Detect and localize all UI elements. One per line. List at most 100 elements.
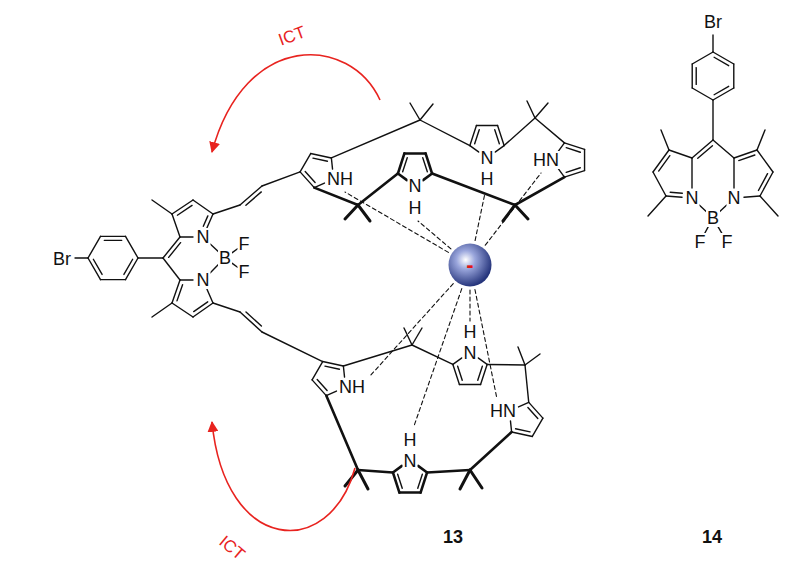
bond-line xyxy=(666,196,682,197)
bond-line xyxy=(323,362,344,366)
bond-line xyxy=(262,172,300,186)
double-bond-line xyxy=(124,259,133,274)
double-bond-line xyxy=(566,148,580,153)
bond-line xyxy=(584,149,585,170)
bond-line xyxy=(101,236,126,237)
anion-sphere: - xyxy=(448,243,492,287)
bond-line xyxy=(180,279,193,280)
bond-line xyxy=(172,303,193,317)
atom-label: B xyxy=(218,249,232,267)
bond-line xyxy=(691,158,692,188)
bond-line xyxy=(326,396,358,470)
bond-line xyxy=(163,258,180,280)
bond-line xyxy=(412,328,422,345)
double-bond-line xyxy=(528,407,538,418)
bond-line xyxy=(75,257,88,258)
bond-line xyxy=(692,64,693,88)
double-bond-line xyxy=(495,130,500,144)
double-bond-line xyxy=(177,285,183,301)
double-bond-line xyxy=(194,302,208,312)
atom-label: H xyxy=(403,431,418,449)
double-bond-line xyxy=(758,174,767,191)
double-bond-line xyxy=(317,380,327,391)
double-bond-line xyxy=(398,474,403,488)
bond-line xyxy=(744,196,760,197)
bond-line xyxy=(163,237,180,258)
bond-line xyxy=(152,303,172,317)
atom-label: N xyxy=(403,452,418,470)
bond-line xyxy=(312,362,323,380)
bond-line xyxy=(300,154,311,172)
double-bond-line xyxy=(475,130,480,144)
bond-line xyxy=(535,118,564,143)
bond-line xyxy=(558,168,565,177)
double-bond-line xyxy=(93,259,102,274)
bond-line xyxy=(504,118,535,146)
atom-label: F xyxy=(238,263,251,281)
bond-line xyxy=(532,418,543,436)
bond-line xyxy=(172,280,180,303)
bond-line xyxy=(152,200,172,214)
bond-line xyxy=(180,236,193,237)
atom-label: H xyxy=(408,199,423,217)
bond-line xyxy=(525,354,540,365)
bond-line xyxy=(331,120,420,158)
bond-line xyxy=(358,205,370,221)
bond-line xyxy=(733,64,734,88)
bond-line xyxy=(343,366,344,377)
bond-line xyxy=(88,236,101,258)
bond-line xyxy=(669,150,692,158)
hydrogen-bond-dash xyxy=(469,290,470,321)
hydrogen-bond-dash xyxy=(418,221,451,249)
double-bond-line xyxy=(169,243,181,258)
atom-label: N xyxy=(196,271,211,289)
bond-line xyxy=(712,35,713,52)
bond-line xyxy=(510,421,511,432)
bond-line xyxy=(262,332,323,362)
bond-line xyxy=(518,347,525,365)
double-bond-line xyxy=(714,86,729,94)
bond-line xyxy=(358,174,398,205)
atom-label: HN xyxy=(532,151,560,169)
atom-label: H xyxy=(480,170,495,188)
bond-line xyxy=(692,52,713,64)
bond-line xyxy=(240,312,262,332)
bond-line xyxy=(760,196,778,216)
bond-line xyxy=(398,174,407,181)
bond-line xyxy=(240,186,262,205)
atom-label: F xyxy=(238,235,251,253)
atom-label: N xyxy=(463,344,478,362)
bond-line xyxy=(393,466,402,473)
sphere-fill xyxy=(449,244,492,287)
atom-label: H xyxy=(463,323,478,341)
bond-line xyxy=(326,391,336,396)
double-bond-line xyxy=(423,158,428,172)
bond-line xyxy=(529,402,543,418)
bond-line xyxy=(734,150,757,158)
ict-arrow xyxy=(212,55,380,152)
bond-line xyxy=(331,158,332,169)
bond-line xyxy=(712,100,713,140)
bond-line xyxy=(343,345,412,366)
bond-line xyxy=(453,358,462,365)
bond-line xyxy=(512,432,533,436)
hydrogen-bond-dash xyxy=(370,284,453,376)
bond-line xyxy=(312,380,326,396)
bond-line xyxy=(404,152,425,155)
compound-number: 13 xyxy=(443,528,463,546)
double-bond-line xyxy=(246,192,261,205)
atom-label: HN xyxy=(489,402,517,420)
bond-line xyxy=(515,177,564,205)
bond-line xyxy=(527,101,535,118)
bond-line xyxy=(495,146,504,153)
bond-line xyxy=(101,279,126,280)
atom-label: N xyxy=(727,189,742,207)
double-bond-line xyxy=(659,156,670,171)
bond-line xyxy=(733,158,734,188)
charge-sign: - xyxy=(448,243,492,287)
bond-line xyxy=(535,103,548,118)
bond-line xyxy=(476,125,497,126)
